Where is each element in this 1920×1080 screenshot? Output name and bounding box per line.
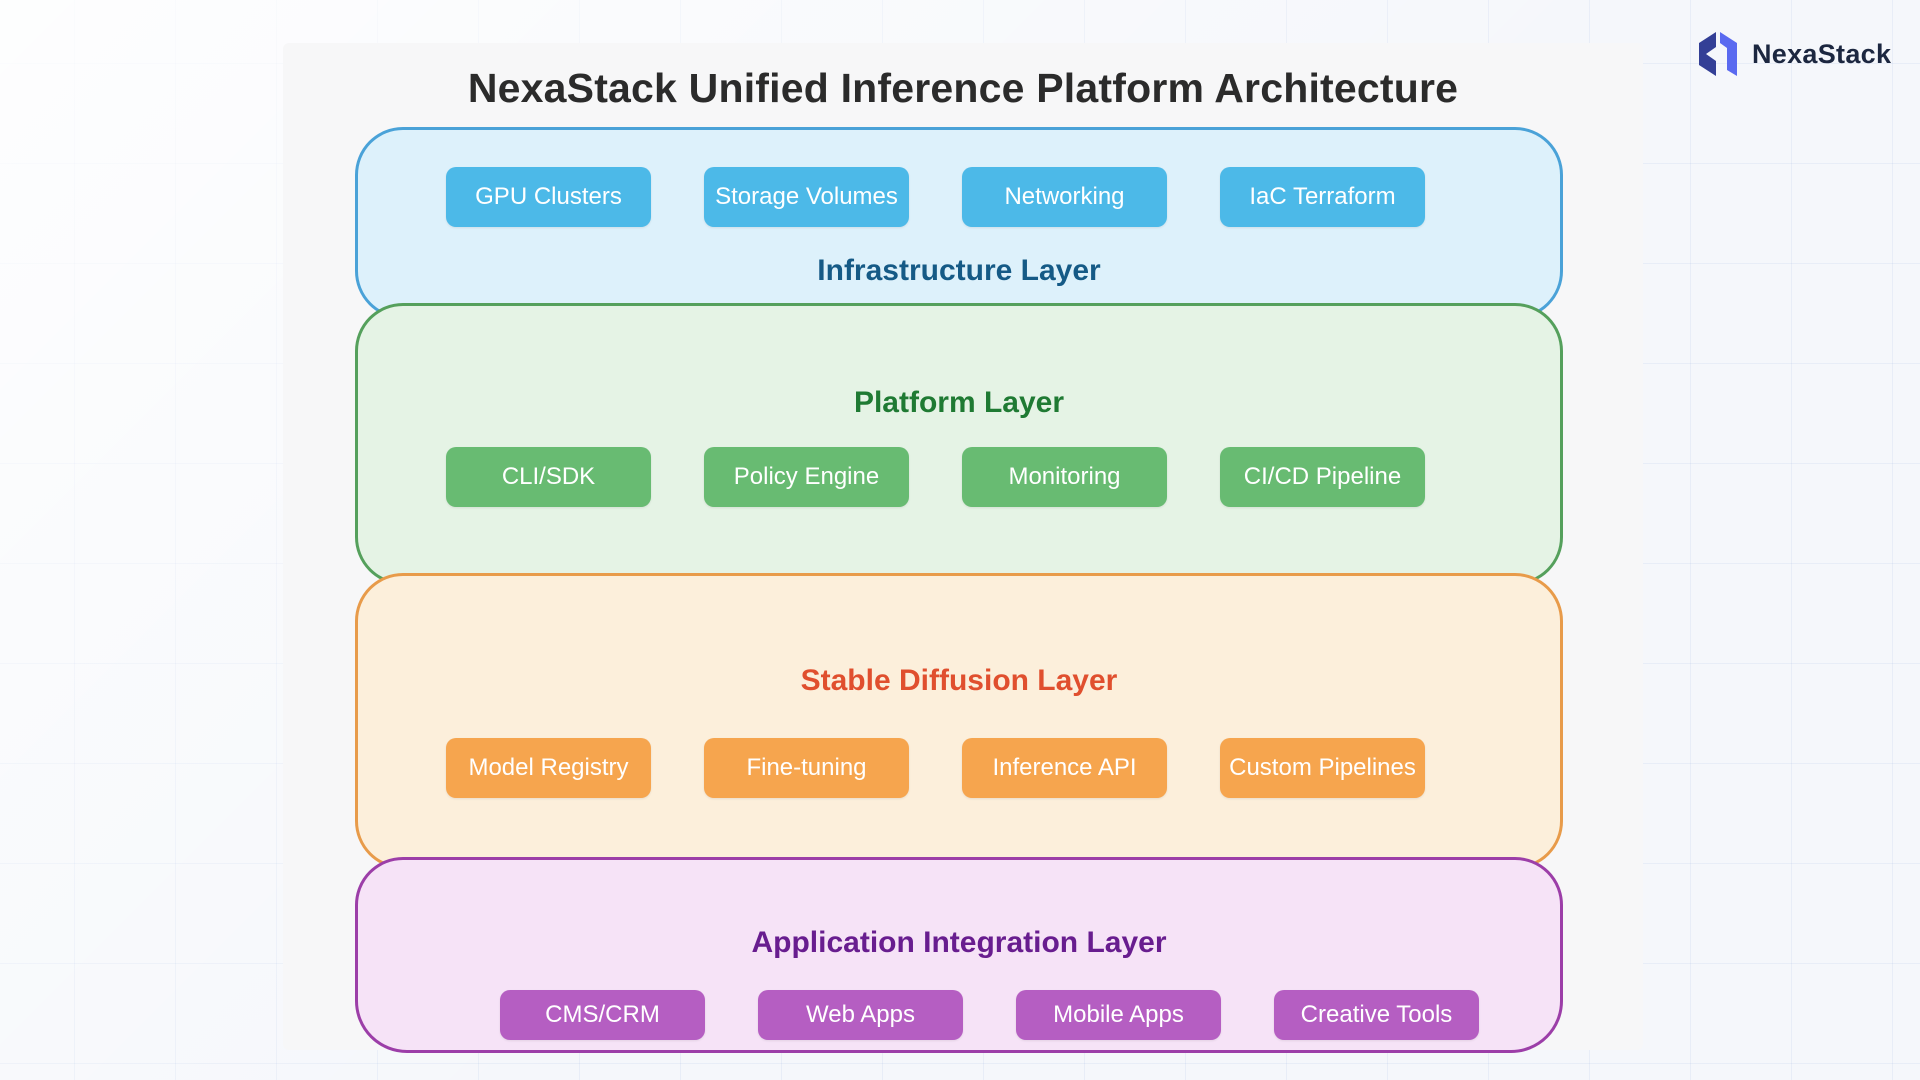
component-box-gpu-clusters: GPU Clusters — [446, 167, 651, 227]
diagram-canvas: NexaStack Unified Inference Platform Arc… — [283, 43, 1643, 1053]
layer-box-row-platform: CLI/SDK Policy Engine Monitoring CI/CD Pipe… — [358, 447, 1425, 507]
component-box-fine-tuning: Fine-tuning — [704, 738, 909, 798]
brand-logo: NexaStack — [1696, 30, 1891, 78]
component-box-model-registry: Model Registry — [446, 738, 651, 798]
component-box-creative-tools: Creative Tools — [1274, 990, 1479, 1040]
diagram-title: NexaStack Unified Inference Platform Arc… — [467, 65, 1459, 111]
component-box-web-apps: Web Apps — [758, 990, 963, 1040]
layer-box-row-stable-diffusion: Model Registry Fine-tuning Inference API Cu… — [358, 738, 1425, 798]
component-box-custom-pipelines: Custom Pipelines — [1220, 738, 1425, 798]
layer-box-row-infrastructure: GPU Clusters Storage Volumes Networking IaC… — [358, 167, 1425, 227]
component-box-mobile-apps: Mobile Apps — [1016, 990, 1221, 1040]
component-box-storage-volumes: Storage Volumes — [704, 167, 909, 227]
nexastack-logo-icon — [1699, 32, 1737, 76]
layer-label-infrastructure: Infrastructure Layer — [817, 254, 1101, 287]
component-box-inference-api: Inference API — [962, 738, 1167, 798]
component-box-cms-crm: CMS/CRM — [500, 990, 705, 1040]
layer-label-platform: Platform Layer — [853, 386, 1065, 419]
layer-label-stable-diffusion: Stable Diffusion Layer — [800, 664, 1118, 697]
component-box-iac-terraform: IaC Terraform — [1220, 167, 1425, 227]
brand-logo-text: NexaStack — [1752, 38, 1892, 69]
layer-label-application-integration: Application Integration Layer — [751, 926, 1167, 959]
layer-box-row-application-integration: CMS/CRM Web Apps Mobile Apps Creative Tools — [358, 990, 1479, 1040]
component-box-networking: Networking — [962, 167, 1167, 227]
component-box-policy-engine: Policy Engine — [704, 447, 909, 507]
component-box-ci-cd-pipeline: CI/CD Pipeline — [1220, 447, 1425, 507]
component-box-monitoring: Monitoring — [962, 447, 1167, 507]
component-box-cli-sdk: CLI/SDK — [446, 447, 651, 507]
layer-infrastructure: Infrastructure Layer GPU Clusters Storage … — [355, 127, 1563, 319]
